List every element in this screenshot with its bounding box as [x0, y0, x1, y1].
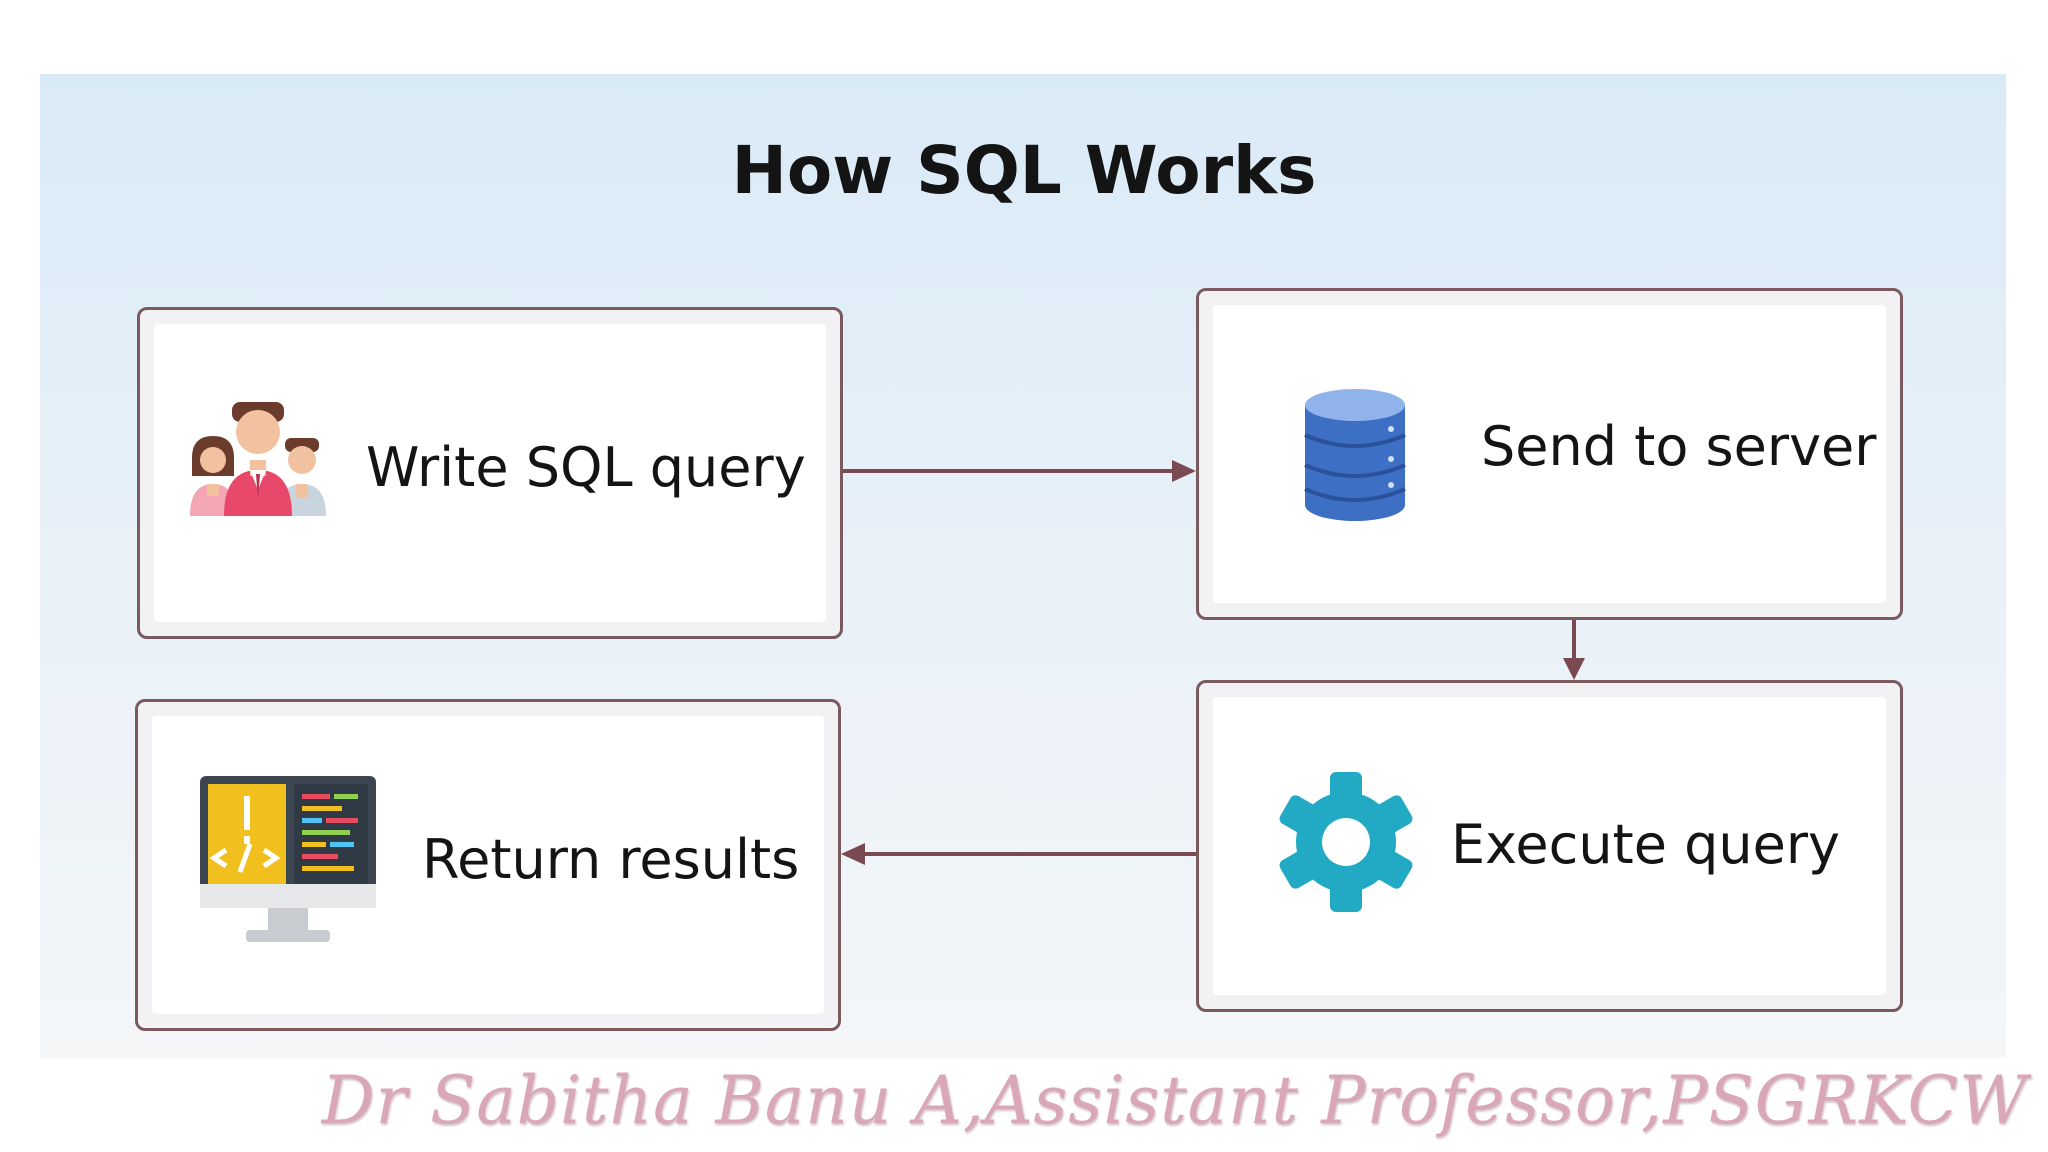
arrow-write-to-send: [843, 460, 1196, 482]
step-card-send-to-server: Send to server: [1196, 288, 1903, 620]
step-label-execute-query: Execute query: [1451, 813, 1840, 876]
step-label-write-query: Write SQL query: [366, 436, 806, 499]
step-label-return-results: Return results: [422, 828, 800, 891]
monitor-code-icon: [198, 774, 378, 950]
diagram-title: How SQL Works: [731, 132, 1317, 209]
author-signature-watermark: Dr Sabitha Banu A,Assistant Professor,PS…: [321, 1062, 2028, 1139]
database-icon: [1301, 385, 1409, 525]
gear-icon: [1273, 769, 1419, 915]
arrow-send-to-execute: [1563, 620, 1585, 680]
arrow-execute-to-return: [841, 843, 1196, 865]
step-card-execute-query: Execute query: [1196, 680, 1903, 1012]
step-card-write-query: Write SQL query: [137, 307, 843, 639]
step-label-send-to-server: Send to server: [1481, 415, 1877, 478]
users-group-icon: [182, 398, 332, 518]
step-card-return-results: Return results: [135, 699, 841, 1031]
